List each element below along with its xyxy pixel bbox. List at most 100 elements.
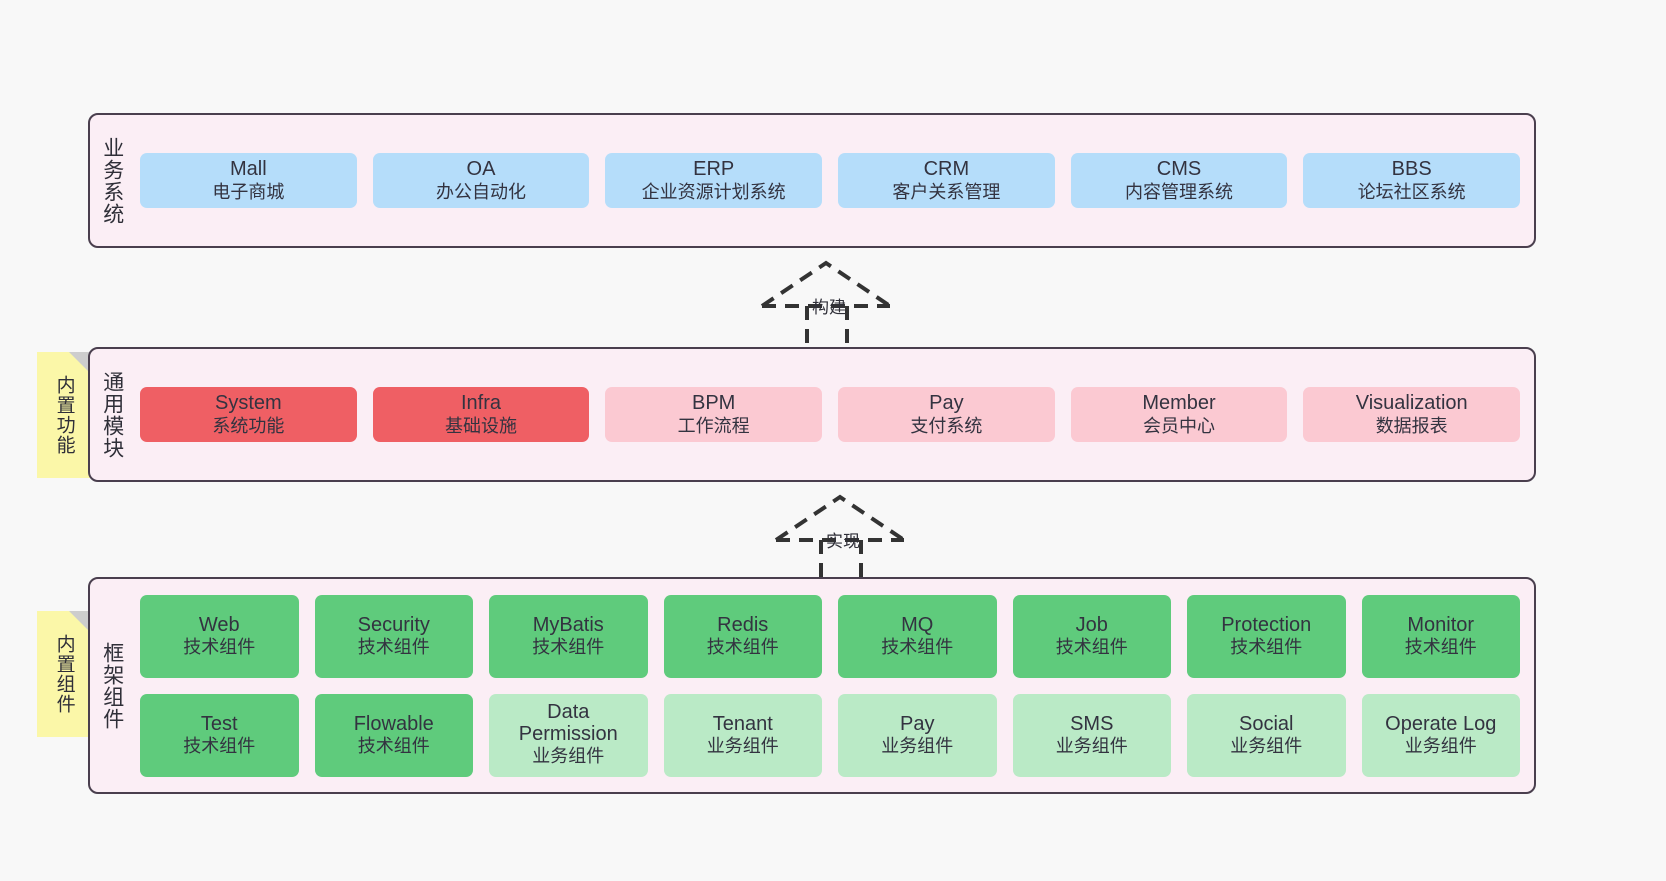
connector-implement-arrow — [766, 492, 926, 582]
card-subtitle: 支付系统 — [910, 415, 983, 436]
card-visualization[interactable]: Visualization 数据报表 — [1303, 387, 1521, 442]
layer-business-system-body: Mall 电子商城 OA 办公自动化 ERP 企业资源计划系统 CRM 客户关系… — [134, 115, 1534, 246]
card-title: Monitor — [1407, 613, 1475, 636]
card-mybatis[interactable]: MyBatis 技术组件 — [489, 594, 648, 678]
card-subtitle: 企业资源计划系统 — [641, 181, 786, 202]
card-subtitle: 业务组件 — [1230, 736, 1303, 757]
card-title: ERP — [693, 158, 735, 181]
note-fold-corner — [69, 611, 91, 633]
card-mall[interactable]: Mall 电子商城 — [140, 153, 357, 208]
card-title: Protection — [1221, 613, 1312, 636]
card-title: Job — [1075, 613, 1108, 636]
card-subtitle: 业务组件 — [532, 745, 605, 766]
card-subtitle: 数据报表 — [1375, 415, 1448, 436]
card-title: Pay — [929, 392, 964, 415]
card-subtitle: 客户关系管理 — [892, 181, 1001, 202]
card-subtitle: 基础设施 — [445, 415, 517, 436]
card-bpm[interactable]: BPM 工作流程 — [605, 387, 823, 442]
card-subtitle: 工作流程 — [677, 415, 750, 436]
generalization-arrow-icon — [760, 260, 892, 348]
card-title: MQ — [901, 613, 934, 636]
card-title: Web — [198, 613, 240, 636]
note-builtin-features: 内置功能 — [37, 352, 91, 478]
card-redis[interactable]: Redis 技术组件 — [663, 594, 822, 678]
card-subtitle: 技术组件 — [183, 736, 256, 757]
card-title: Pay — [900, 712, 935, 735]
card-subtitle: 论坛社区系统 — [1357, 181, 1466, 202]
layer-common-module-label: 通用模块 — [100, 370, 124, 459]
card-pay[interactable]: Pay 支付系统 — [838, 387, 1055, 442]
connector-implement-label: 实现 — [826, 532, 860, 551]
card-subtitle: 业务组件 — [706, 736, 779, 757]
card-title: CMS — [1156, 158, 1202, 181]
card-subtitle: 系统功能 — [212, 415, 285, 436]
card-protection[interactable]: Protection 技术组件 — [1187, 594, 1346, 678]
card-oa[interactable]: OA 办公自动化 — [372, 153, 590, 208]
card-data-permission[interactable]: Data Permission 业务组件 — [489, 693, 648, 777]
card-subtitle: 会员中心 — [1143, 415, 1216, 436]
card-subtitle: 技术组件 — [183, 637, 256, 658]
card-subtitle: 技术组件 — [357, 637, 430, 658]
card-title: Data Permission — [518, 701, 618, 746]
card-title: Visualization — [1355, 392, 1468, 415]
card-title: Social — [1239, 712, 1294, 735]
card-infra[interactable]: Infra 基础设施 — [372, 387, 590, 442]
card-subtitle: 技术组件 — [706, 637, 779, 658]
connector-build-arrow — [752, 258, 912, 348]
layer-business-system: 业务系统 Mall 电子商城 OA 办公自动化 ERP 企业资源计划系统 CRM… — [88, 113, 1536, 248]
card-web[interactable]: Web 技术组件 — [140, 594, 299, 678]
card-monitor[interactable]: Monitor 技术组件 — [1361, 594, 1520, 678]
card-subtitle: 技术组件 — [357, 736, 430, 757]
card-title: Infra — [460, 392, 502, 415]
card-flowable[interactable]: Flowable 技术组件 — [314, 693, 473, 777]
card-title: MyBatis — [532, 613, 604, 636]
card-title: Flowable — [353, 712, 434, 735]
card-title: Redis — [717, 613, 769, 636]
card-subtitle: 技术组件 — [881, 637, 954, 658]
card-cms[interactable]: CMS 内容管理系统 — [1070, 153, 1288, 208]
card-social[interactable]: Social 业务组件 — [1187, 693, 1346, 777]
card-test[interactable]: Test 技术组件 — [140, 693, 299, 777]
card-title: BBS — [1391, 158, 1432, 181]
card-erp[interactable]: ERP 企业资源计划系统 — [605, 153, 823, 208]
card-crm[interactable]: CRM 客户关系管理 — [838, 153, 1055, 208]
card-row: System 系统功能 Infra 基础设施 BPM 工作流程 Pay 支付系统… — [140, 387, 1521, 442]
card-row-technical: Web 技术组件 Security 技术组件 MyBatis 技术组件 Redi… — [140, 594, 1520, 678]
card-sms[interactable]: SMS 业务组件 — [1012, 693, 1171, 777]
card-title: Test — [200, 712, 238, 735]
card-title: Member — [1142, 392, 1216, 415]
card-title: Security — [357, 613, 430, 636]
card-title: Tenant — [712, 712, 773, 735]
layer-framework-component-label: 框架组件 — [100, 641, 124, 730]
card-security[interactable]: Security 技术组件 — [314, 594, 473, 678]
card-mq[interactable]: MQ 技术组件 — [838, 594, 997, 678]
card-pay-business[interactable]: Pay 业务组件 — [838, 693, 997, 777]
card-title: BPM — [692, 392, 736, 415]
card-operate-log[interactable]: Operate Log 业务组件 — [1361, 693, 1520, 777]
card-subtitle: 技术组件 — [1055, 637, 1128, 658]
layer-common-module: 通用模块 System 系统功能 Infra 基础设施 BPM 工作流程 Pay… — [88, 347, 1536, 482]
note-fold-corner — [69, 352, 91, 374]
card-subtitle: 电子商城 — [212, 181, 285, 202]
card-job[interactable]: Job 技术组件 — [1012, 594, 1171, 678]
card-member[interactable]: Member 会员中心 — [1070, 387, 1288, 442]
card-title: System — [214, 392, 282, 415]
note-label: 内置功能 — [53, 375, 75, 455]
card-subtitle: 内容管理系统 — [1125, 181, 1234, 202]
layer-common-module-body: System 系统功能 Infra 基础设施 BPM 工作流程 Pay 支付系统… — [134, 349, 1534, 480]
card-subtitle: 业务组件 — [1055, 736, 1128, 757]
layer-framework-component-body: Web 技术组件 Security 技术组件 MyBatis 技术组件 Redi… — [134, 579, 1534, 792]
card-subtitle: 业务组件 — [881, 736, 954, 757]
card-system[interactable]: System 系统功能 — [140, 387, 357, 442]
card-row: Mall 电子商城 OA 办公自动化 ERP 企业资源计划系统 CRM 客户关系… — [140, 153, 1521, 208]
card-title: CRM — [923, 158, 970, 181]
card-title: SMS — [1070, 712, 1114, 735]
layer-business-system-label: 业务系统 — [100, 136, 124, 225]
card-title: Mall — [230, 158, 267, 181]
card-tenant[interactable]: Tenant 业务组件 — [663, 693, 822, 777]
card-subtitle: 办公自动化 — [436, 181, 526, 202]
generalization-arrow-icon — [774, 494, 906, 582]
card-subtitle: 业务组件 — [1404, 736, 1477, 757]
card-bbs[interactable]: BBS 论坛社区系统 — [1303, 153, 1521, 208]
